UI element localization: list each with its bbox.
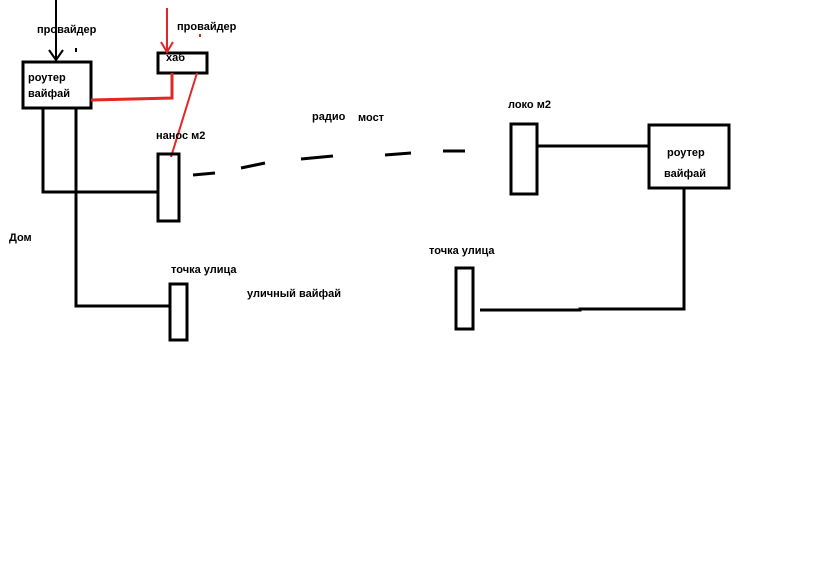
label-loco: локо м2 — [508, 99, 551, 111]
hub-box — [156, 51, 209, 75]
label-street-point-left: точка улица — [171, 264, 237, 276]
radio-bridge-link — [192, 149, 465, 177]
street-point-right-device — [454, 266, 475, 331]
stray-dot-red — [199, 34, 201, 37]
loco-device — [509, 122, 539, 196]
nanos-device — [156, 152, 181, 223]
street-point-left-device — [168, 282, 189, 342]
red-link-hub-nanos — [170, 72, 198, 158]
label-hub: хаб — [166, 52, 186, 64]
label-bridge: мост — [358, 112, 385, 124]
wire-router-to-street-point — [74, 108, 170, 308]
wire-router-right-to-street-point — [480, 188, 686, 312]
label-radio: радио — [312, 111, 346, 123]
provider-arrow-left — [48, 0, 64, 62]
provider-arrow-right — [160, 8, 174, 54]
wire-router-to-nanos — [41, 108, 158, 194]
label-router-right-line1: роутер — [667, 147, 705, 159]
stray-dot-black — [75, 48, 77, 52]
label-house: Дом — [9, 232, 32, 244]
label-nanos: нанос м2 — [156, 130, 206, 142]
label-router-right-line2: вайфай — [664, 168, 707, 180]
label-provider-right: провайдер — [177, 21, 237, 33]
label-street-point-right: точка улица — [429, 245, 495, 257]
router-right-box — [647, 123, 731, 190]
router-left-box — [21, 60, 93, 110]
label-street-wifi: уличный вайфай — [247, 288, 341, 300]
label-router-left-line2: вайфай — [28, 88, 71, 100]
label-provider-left: провайдер — [37, 24, 97, 36]
red-link-router-hub — [90, 73, 174, 102]
label-router-left-line1: роутер — [28, 72, 66, 84]
